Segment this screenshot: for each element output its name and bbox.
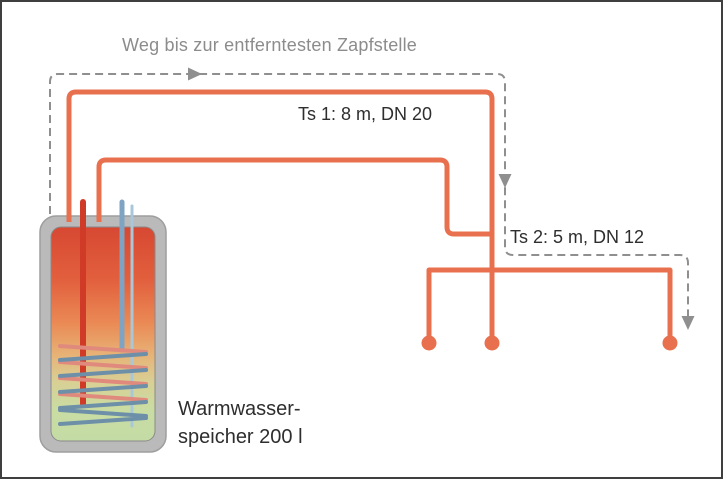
- heating-coil-cold: [58, 352, 148, 426]
- tap-dot: [662, 335, 678, 351]
- distribution-pipe: [426, 267, 673, 338]
- route-arrow-right-icon: [188, 67, 202, 81]
- heating-coil-warm: [58, 344, 148, 402]
- pipe2-label: Ts 2: 5 m, DN 12: [510, 227, 645, 247]
- route-arrow-end-icon: [681, 316, 695, 330]
- tap-dot: [421, 335, 437, 351]
- dashed-route: [49, 73, 689, 318]
- tap-dot: [484, 335, 500, 351]
- tank-label: Warmwasser- speicher 200 l: [178, 395, 303, 451]
- hot-pipe-2: [96, 157, 490, 237]
- tap-points: [421, 335, 678, 351]
- hot-water-pipes: [66, 89, 673, 338]
- tank-label-line2: speicher 200 l: [178, 426, 303, 448]
- route-label: Weg bis zur entferntesten Zapfstelle: [122, 35, 418, 55]
- tank-label-line1: Warmwasser-: [178, 398, 301, 420]
- route-arrows: [188, 67, 695, 330]
- pipe1-label: Ts 1: 8 m, DN 20: [298, 104, 433, 124]
- route-arrow-down-icon: [498, 174, 512, 188]
- hot-pipe-1: [66, 89, 495, 338]
- storage-tank: [39, 199, 167, 453]
